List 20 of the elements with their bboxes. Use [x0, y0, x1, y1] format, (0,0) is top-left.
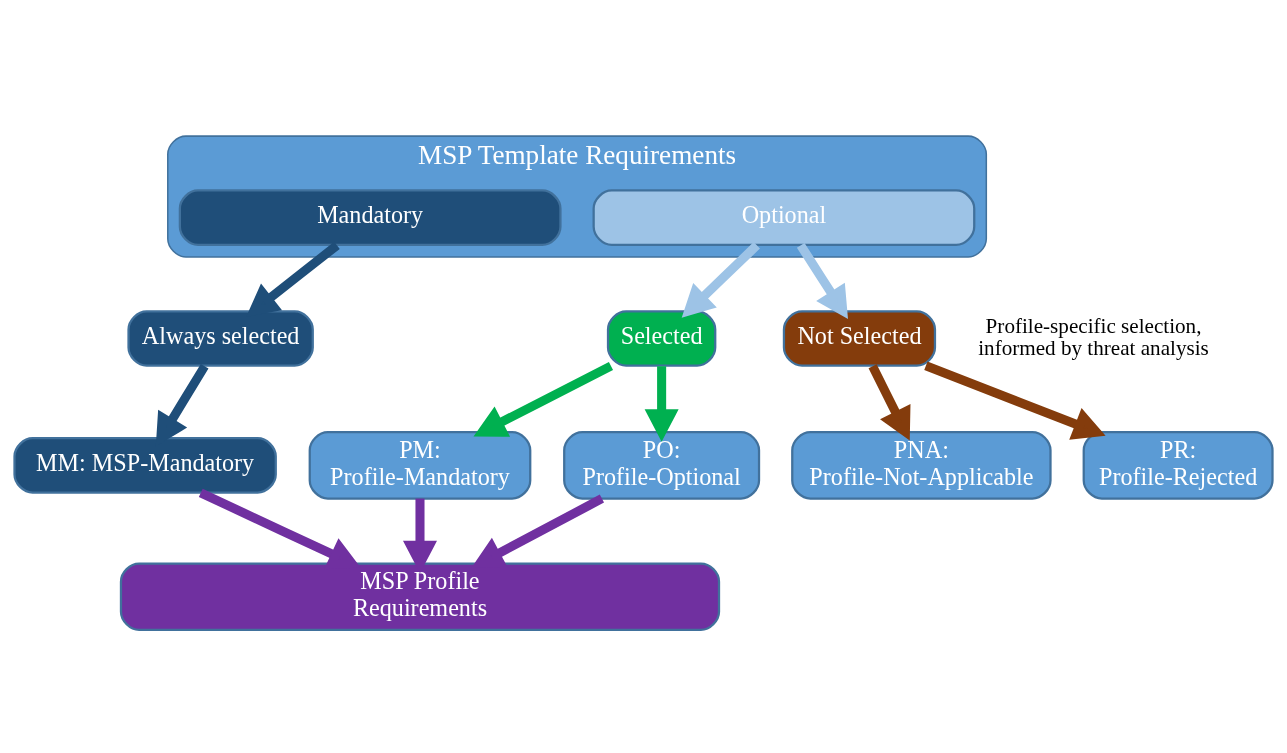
- arrow: [403, 498, 437, 573]
- node-box: Always selected: [127, 309, 314, 367]
- node-box: MM: MSP-Mandatory: [13, 436, 277, 494]
- node-box: Optional: [592, 188, 976, 246]
- node-box: Mandatory: [178, 188, 562, 246]
- node-box: PM: Profile-Mandatory: [308, 430, 532, 500]
- node-box: Selected: [606, 309, 717, 367]
- arrow: [473, 361, 614, 437]
- arrow: [681, 241, 760, 318]
- node-box: PO: Profile-Optional: [563, 430, 761, 500]
- arrow: [471, 494, 604, 568]
- arrow: [924, 361, 1106, 440]
- label: Profile-specific selection, informed by threat analysis: [978, 313, 1209, 360]
- arrow: [644, 365, 679, 442]
- node-box: Not Selected: [782, 309, 937, 367]
- arrow: [796, 242, 848, 319]
- node-box: MSP Profile Requirements: [119, 561, 721, 631]
- node-box: PR: Profile-Rejected: [1082, 430, 1274, 500]
- node-box: PNA: Profile-Not-Applicable: [791, 430, 1052, 500]
- arrow: [868, 363, 911, 441]
